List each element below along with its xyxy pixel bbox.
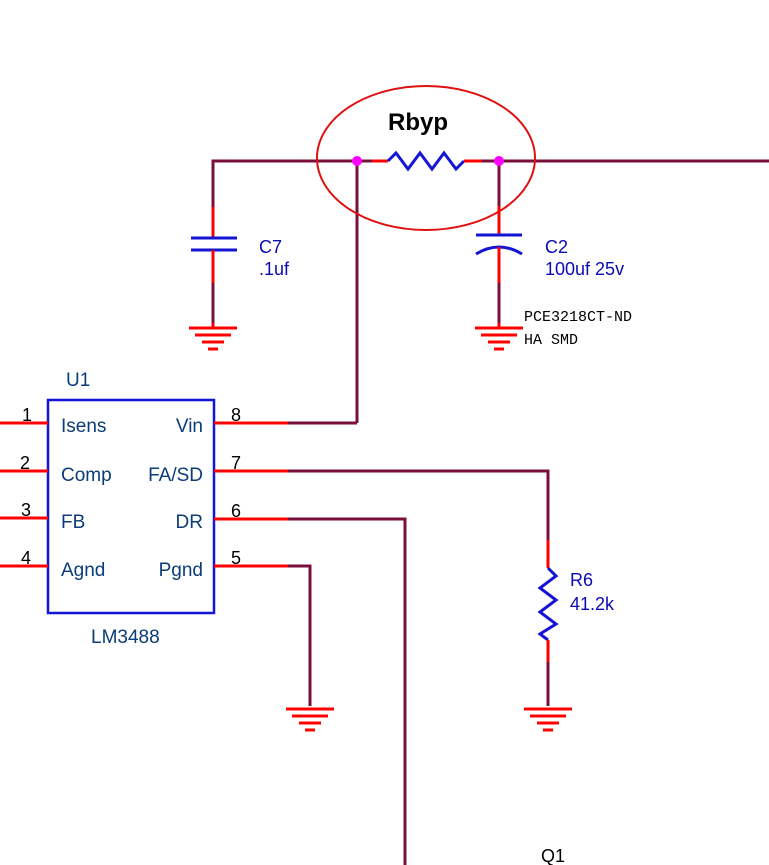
pin-number: 6: [231, 501, 241, 521]
capacitor-c2[interactable]: [475, 206, 523, 323]
pin-name: Pgnd: [159, 560, 203, 581]
pin-number: 2: [20, 453, 30, 473]
ground-symbol: [189, 323, 237, 351]
pin-name: DR: [176, 512, 203, 533]
u1-body[interactable]: [46, 398, 216, 615]
u1-output-nets: [288, 421, 550, 865]
pin-name: Vin: [176, 416, 203, 437]
c2-value: 100uf 25v: [545, 259, 624, 279]
u1-left-pins: [0, 421, 48, 568]
u1-right-pins: [214, 421, 288, 568]
junction-dot: [494, 156, 504, 166]
ground-symbol: [524, 707, 572, 732]
pin-number: 5: [231, 548, 241, 568]
pin-number: 3: [21, 500, 31, 520]
pin-name: Comp: [61, 465, 112, 486]
q1-ref: Q1: [541, 846, 565, 865]
pin-name: FB: [61, 512, 85, 533]
pin-name: FA/SD: [148, 465, 203, 486]
rbyp-highlight-ellipse: [316, 85, 536, 231]
c7-value: .1uf: [259, 259, 290, 279]
c2-ref: C2: [545, 237, 568, 257]
u1-part-name: LM3488: [91, 627, 160, 648]
c7-ref: C7: [259, 237, 282, 257]
pin-number: 1: [22, 405, 32, 425]
pin-number: 4: [21, 548, 31, 568]
u1-ref: U1: [66, 370, 90, 391]
resistor-r6[interactable]: [537, 540, 559, 706]
pin-name: Isens: [61, 416, 106, 437]
rbyp-annotation-label: Rbyp: [388, 109, 448, 136]
rbyp-resistor[interactable]: [372, 150, 482, 172]
c2-part-number: PCE3218CT-ND: [524, 309, 632, 326]
c2-package: HA SMD: [524, 332, 578, 349]
top-net: [211, 159, 769, 423]
pin-name: Agnd: [61, 560, 105, 581]
pin-number: 7: [231, 453, 241, 473]
ground-symbol: [475, 323, 523, 351]
r6-ref: R6: [570, 570, 593, 590]
capacitor-c7[interactable]: [191, 207, 237, 323]
r6-value: 41.2k: [570, 594, 615, 614]
junction-dot: [352, 156, 362, 166]
ground-symbol: [286, 707, 334, 732]
pin-number: 8: [231, 405, 241, 425]
